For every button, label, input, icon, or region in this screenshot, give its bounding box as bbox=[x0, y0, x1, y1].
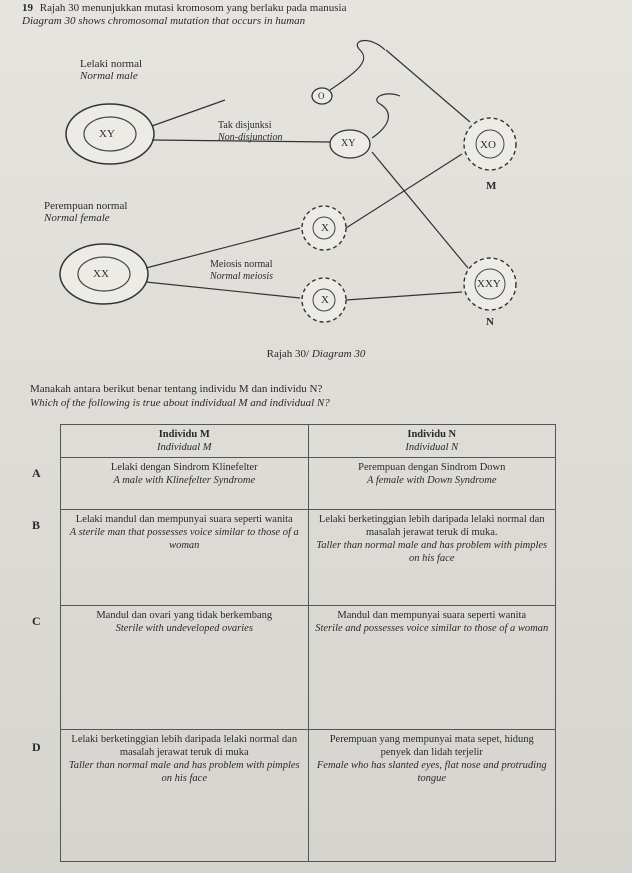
sperm-xy bbox=[329, 93, 401, 159]
female-label: Perempuan normal Normal female bbox=[44, 200, 127, 224]
question-en: Which of the following is true about ind… bbox=[30, 397, 330, 409]
egg-bottom-text: X bbox=[321, 294, 329, 306]
question-ms: Manakah antara berikut benar tentang ind… bbox=[30, 383, 323, 395]
female-cell-text: XX bbox=[93, 268, 109, 280]
option-c-m: Mandul dan ovari yang tidak berkembang S… bbox=[60, 605, 309, 730]
option-d-m: Lelaki berketinggian lebih daripada lela… bbox=[60, 729, 309, 862]
option-b-m: Lelaki mandul dan mempunyai suara sepert… bbox=[60, 509, 309, 606]
options-table: Individu M Individual M Individu N Indiv… bbox=[60, 424, 556, 862]
table-row[interactable]: Lelaki mandul dan mempunyai suara sepert… bbox=[60, 509, 556, 606]
option-a-m: Lelaki dengan Sindrom Klinefelter A male… bbox=[60, 457, 309, 510]
line-male-to-o bbox=[151, 99, 226, 127]
male-label-ms: Lelaki normal bbox=[80, 58, 143, 70]
male-cell-text: XY bbox=[99, 128, 115, 140]
meiosis-label: Meiosis normal Normal meiosis bbox=[210, 259, 273, 283]
line-female-to-x-bottom bbox=[145, 281, 301, 299]
sperm-xy-text: XY bbox=[341, 138, 356, 149]
option-b-n-en: Taller than normal male and has problem … bbox=[316, 540, 548, 564]
sperm-o bbox=[311, 40, 386, 105]
col-header-n: Individu N Individual N bbox=[307, 424, 556, 458]
question-header: 19 Rajah 30 menunjukkan mutasi kromosom … bbox=[22, 2, 622, 28]
col-m-ms: Individu M bbox=[158, 429, 210, 440]
nondisjunction-ms: Tak disjunksi bbox=[218, 120, 272, 131]
question-number: 19 bbox=[22, 2, 33, 14]
question-header-ms: Rajah 30 menunjukkan mutasi kromosom yan… bbox=[39, 2, 347, 14]
male-cell bbox=[65, 103, 155, 165]
option-c-m-en: Sterile with undeveloped ovaries bbox=[115, 623, 253, 634]
line-xy-to-n bbox=[371, 151, 469, 269]
option-b-n: Lelaki berketinggian lebih daripada lela… bbox=[307, 509, 556, 606]
table-row[interactable]: Mandul dan ovari yang tidak berkembang S… bbox=[60, 605, 556, 730]
option-letter-a[interactable]: A bbox=[32, 466, 41, 480]
col-n-en: Individual N bbox=[405, 442, 459, 453]
line-male-to-xy bbox=[151, 139, 331, 143]
option-d-n-ms: Perempuan yang mempunyai mata sepet, hid… bbox=[329, 734, 534, 758]
option-a-m-ms: Lelaki dengan Sindrom Klinefelter bbox=[110, 462, 258, 473]
option-letter-b[interactable]: B bbox=[32, 518, 41, 532]
option-a-m-en: A male with Klinefelter Syndrome bbox=[113, 475, 256, 486]
table-header-row: Individu M Individual M Individu N Indiv… bbox=[60, 424, 556, 458]
nondisjunction-en: Non-disjunction bbox=[218, 132, 283, 143]
diagram-caption: Rajah 30/ Diagram 30 bbox=[0, 348, 632, 360]
option-d-m-ms: Lelaki berketinggian lebih daripada lela… bbox=[71, 734, 298, 758]
col-m-en: Individual M bbox=[156, 442, 212, 453]
option-d-n: Perempuan yang mempunyai mata sepet, hid… bbox=[307, 729, 556, 862]
egg-top-text: X bbox=[321, 222, 329, 234]
table-row[interactable]: Lelaki berketinggian lebih daripada lela… bbox=[60, 729, 556, 862]
line-o-to-m bbox=[385, 49, 471, 123]
option-b-m-en: A sterile man that possesses voice simil… bbox=[69, 527, 299, 551]
female-label-ms: Perempuan normal bbox=[44, 200, 128, 212]
meiosis-ms: Meiosis normal bbox=[210, 259, 273, 270]
zygote-m-label: M bbox=[486, 180, 497, 192]
option-c-n-en: Sterile and possesses voice similar to t… bbox=[315, 623, 549, 634]
female-label-en: Normal female bbox=[44, 212, 110, 224]
line-x-to-n bbox=[345, 291, 463, 301]
option-a-n-ms: Perempuan dengan Sindrom Down bbox=[358, 462, 506, 473]
option-b-n-ms: Lelaki berketinggian lebih daripada lela… bbox=[318, 514, 545, 538]
option-c-n: Mandul dan mempunyai suara seperti wanit… bbox=[307, 605, 556, 730]
zygote-m bbox=[463, 117, 517, 171]
male-label-en: Normal male bbox=[80, 70, 138, 82]
zygote-m-text: XO bbox=[480, 139, 496, 151]
question-header-en: Diagram 30 shows chromosomal mutation th… bbox=[22, 15, 306, 27]
sperm-o-text: O bbox=[318, 91, 325, 101]
table-row[interactable]: Lelaki dengan Sindrom Klinefelter A male… bbox=[60, 457, 556, 510]
meiosis-en: Normal meiosis bbox=[210, 271, 274, 282]
option-letter-d[interactable]: D bbox=[32, 740, 41, 754]
line-female-to-x-top bbox=[145, 227, 301, 269]
zygote-n-text: XXY bbox=[477, 278, 501, 290]
caption-ms: Rajah 30/ bbox=[266, 348, 310, 360]
nondisjunction-label: Tak disjunksi Non-disjunction bbox=[218, 120, 282, 144]
col-header-m: Individu M Individual M bbox=[60, 424, 309, 458]
option-a-n: Perempuan dengan Sindrom Down A female w… bbox=[307, 457, 556, 510]
question-text: Manakah antara berikut benar tentang ind… bbox=[30, 382, 610, 410]
option-d-m-en: Taller than normal male and has problem … bbox=[68, 760, 300, 784]
option-a-n-en: A female with Down Syndrome bbox=[367, 475, 497, 486]
option-letter-c[interactable]: C bbox=[32, 614, 41, 628]
caption-en: Diagram 30 bbox=[311, 348, 366, 360]
zygote-n-label: N bbox=[486, 316, 494, 328]
option-c-m-ms: Mandul dan ovari yang tidak berkembang bbox=[96, 610, 273, 621]
mutation-diagram bbox=[59, 40, 517, 323]
col-n-ms: Individu N bbox=[407, 429, 457, 440]
option-b-m-ms: Lelaki mandul dan mempunyai suara sepert… bbox=[75, 514, 293, 525]
female-cell bbox=[59, 243, 149, 305]
male-label: Lelaki normal Normal male bbox=[80, 58, 142, 82]
option-d-n-en: Female who has slanted eyes, flat nose a… bbox=[316, 760, 547, 784]
option-c-n-ms: Mandul dan mempunyai suara seperti wanit… bbox=[337, 610, 527, 621]
zygote-n bbox=[463, 257, 517, 311]
